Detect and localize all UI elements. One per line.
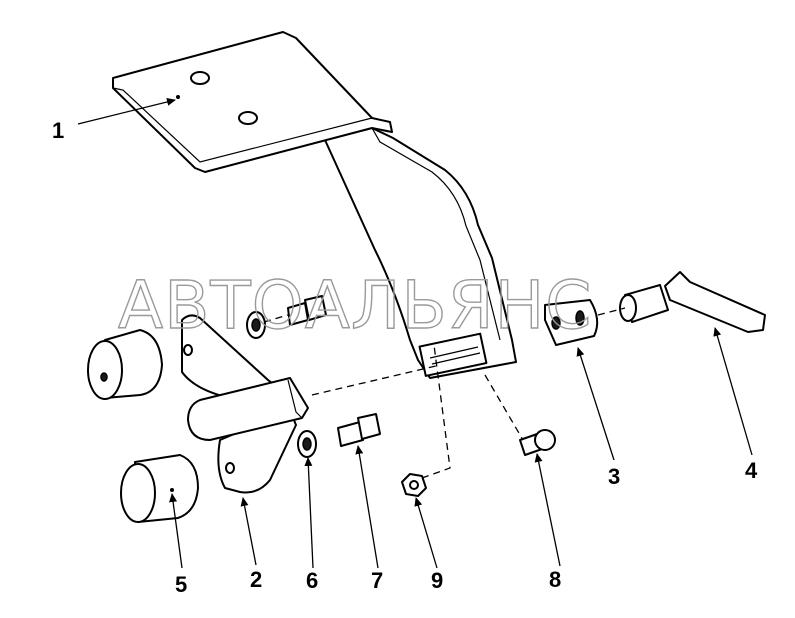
- bolt-lower-head: [357, 413, 381, 440]
- stop-lower-dot: [170, 488, 174, 492]
- bracket-lower-plate: [217, 409, 297, 494]
- part-1-pedal: [112, 31, 517, 379]
- bolt-upper-head: [304, 295, 327, 321]
- leader-9: [414, 497, 438, 569]
- pedal-arm: [324, 127, 517, 379]
- washer-upper-hole: [251, 318, 261, 332]
- part-4-lever: [619, 271, 766, 333]
- axis-pin: [484, 374, 524, 441]
- washer-lower-hole: [302, 437, 312, 451]
- bushing-hole-left: [551, 316, 561, 330]
- bracket-tube-edge: [287, 379, 303, 419]
- leader-4: [713, 327, 753, 456]
- leader-7: [355, 445, 379, 569]
- stop-upper-face: [87, 340, 123, 400]
- assembly-axes: [263, 307, 626, 479]
- bolt-lower-shank: [337, 421, 364, 447]
- stop-upper-hole: [100, 372, 108, 382]
- pedal-plate-edge: [112, 87, 373, 163]
- plate-hole-top: [190, 71, 210, 85]
- watermark-text: АВТОАЛЬЯНС: [118, 267, 592, 344]
- callout-6: 6: [306, 568, 318, 593]
- callout-8: 8: [549, 567, 561, 592]
- lever-arm: [664, 271, 766, 333]
- callout-2: 2: [250, 567, 262, 592]
- leader-3: [576, 347, 615, 461]
- nut-hole: [409, 480, 419, 490]
- bracket-hole-upper: [183, 344, 193, 356]
- bracket-hole-lower: [225, 462, 235, 474]
- callout-3: 3: [608, 464, 620, 489]
- lever-shaft-end: [619, 294, 637, 322]
- pin-head: [534, 429, 556, 451]
- axis-bracket-to-pedal: [311, 364, 441, 396]
- part-6-washers: [246, 311, 317, 458]
- leader-1: [77, 98, 176, 125]
- leader-6: [304, 457, 314, 569]
- callout-7: 7: [371, 568, 383, 593]
- callout-5: 5: [175, 572, 187, 597]
- part-9-nut: [401, 473, 427, 497]
- part-3-bushing: [544, 299, 599, 346]
- callout-numbers: 1 2 3 4 5 6 7 8 9: [52, 118, 758, 597]
- leader-5: [169, 493, 183, 569]
- pedal-plate: [112, 31, 393, 173]
- plate-hole-bottom: [238, 111, 258, 125]
- axis-nut-to-pivot: [421, 344, 451, 479]
- leader-lines: [77, 98, 753, 569]
- part-2-bracket: [181, 314, 309, 494]
- axis-bushing-to-lever: [597, 307, 626, 316]
- bracket-tube: [187, 377, 309, 441]
- callout-9: 9: [431, 568, 443, 593]
- stop-lower-face: [120, 463, 156, 523]
- leader-2: [240, 497, 257, 566]
- part-7-bolts: [287, 295, 381, 447]
- plate-mark-dot: [176, 95, 180, 99]
- bushing-body: [544, 299, 599, 346]
- pivot-slot: [429, 346, 481, 365]
- callout-1: 1: [52, 118, 64, 143]
- callout-4: 4: [745, 458, 758, 483]
- axis-bolt-upper: [263, 314, 289, 323]
- pedal-arm-edge: [371, 127, 501, 341]
- part-8-pin: [519, 429, 556, 456]
- bushing-hole-right: [575, 310, 585, 326]
- leader-8: [534, 453, 561, 567]
- part-5-rubber-stops: [87, 329, 199, 523]
